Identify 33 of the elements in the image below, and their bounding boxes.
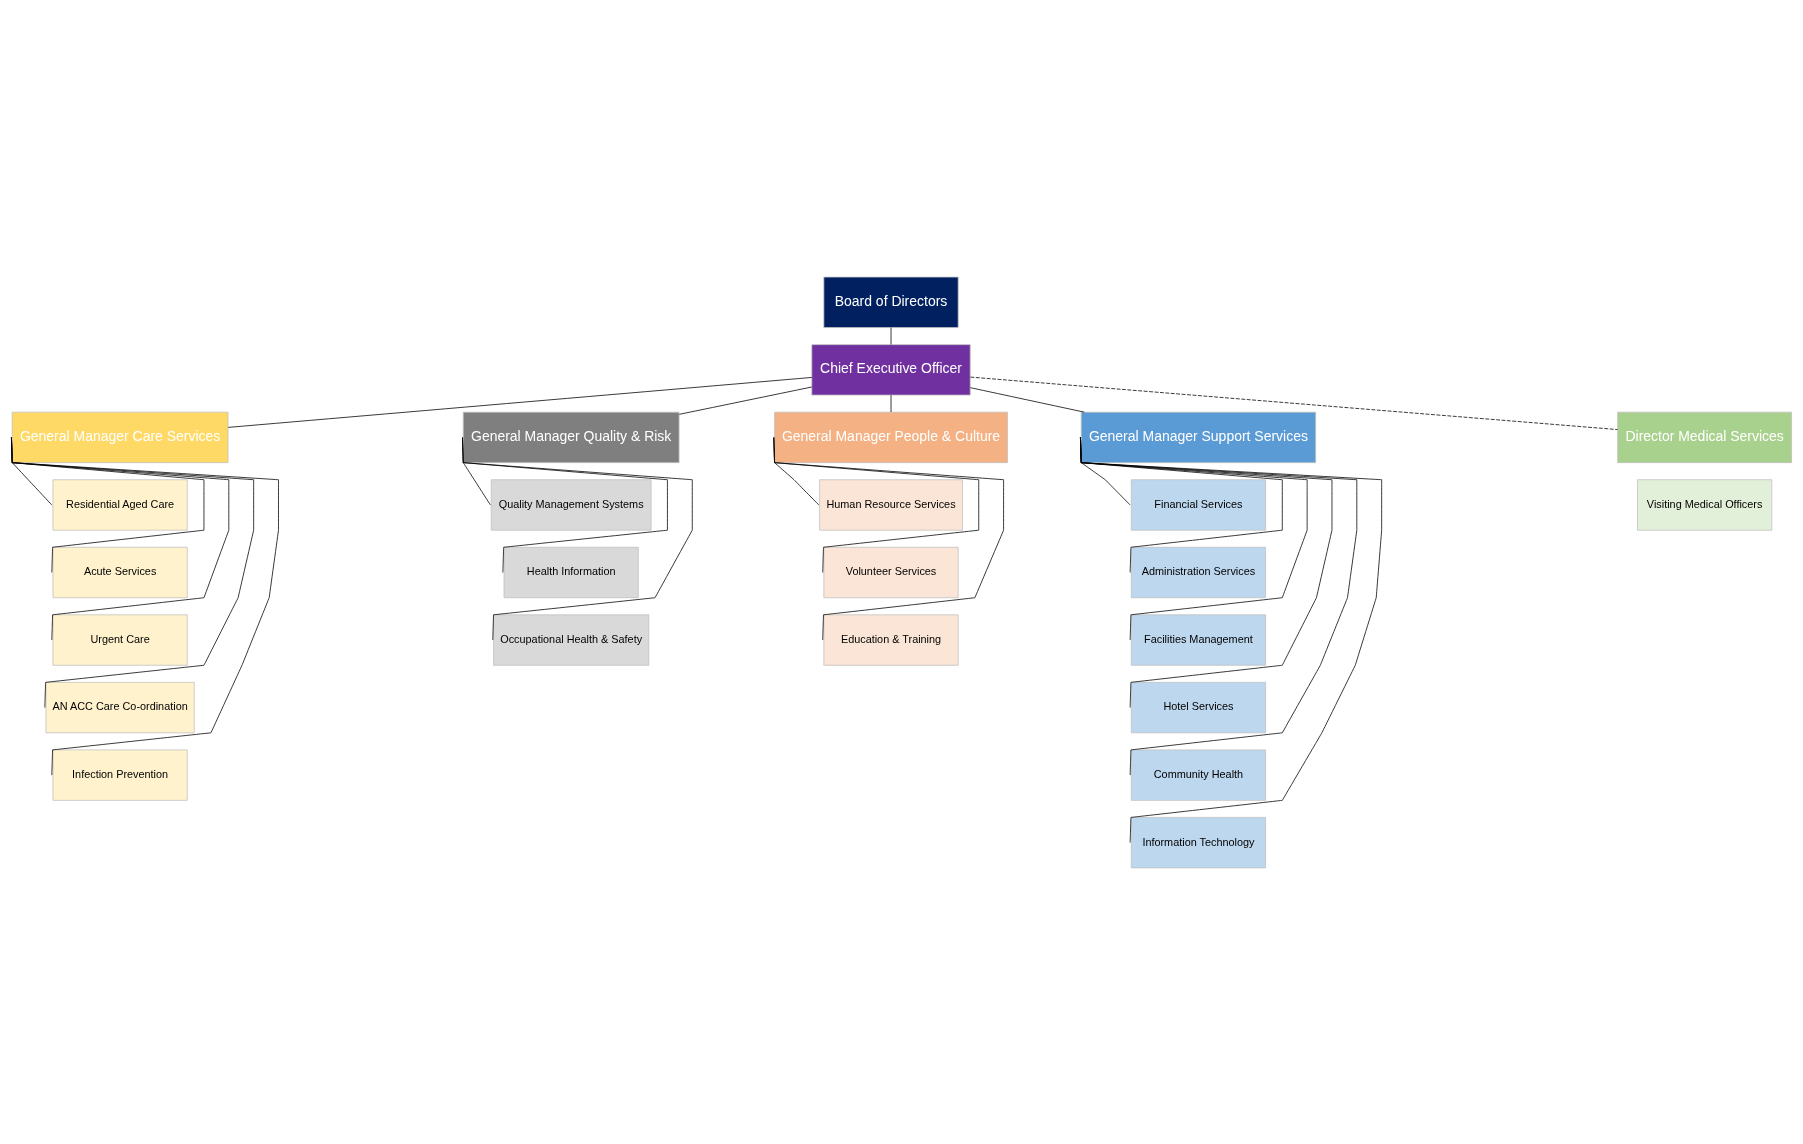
connector [227, 376, 813, 428]
node-box: General Manager People & Culture [774, 411, 1008, 463]
node-box: Education & Training [823, 613, 959, 666]
node-box: Acute Services [52, 546, 188, 598]
node-box: Infection Prevention [52, 749, 188, 801]
node-box: Residential Aged Care [52, 478, 188, 531]
node-box: Director Medical Services [1617, 411, 1792, 463]
node-box: Volunteer Services [823, 546, 959, 598]
node-box: Occupational Health & Safety [493, 613, 650, 666]
connector [970, 386, 1085, 413]
node-box: General Manager Care Services [11, 411, 229, 463]
connector [1080, 436, 1383, 843]
node-box: Information Technology [1130, 816, 1266, 868]
node-box: Board of Directors [823, 276, 959, 328]
node-box: Visiting Medical Officers [1637, 478, 1773, 531]
connector [462, 436, 693, 640]
node-box: Health Information [503, 546, 639, 598]
node-box: Quality Management Systems [490, 478, 652, 531]
connector [678, 386, 813, 415]
node-box: Hotel Services [1130, 681, 1266, 733]
node-box: Community Health [1130, 749, 1266, 801]
node-box: Administration Services [1130, 546, 1266, 598]
connector [773, 436, 1004, 640]
node-box: Human Resource Services [819, 478, 963, 531]
node-box: General Manager Quality & Risk [462, 411, 680, 463]
node-box: Financial Services [1130, 478, 1266, 531]
node-box: Urgent Care [52, 613, 188, 666]
connector [970, 376, 1618, 430]
node-box: AN ACC Care Co-ordination [45, 681, 195, 733]
node-box: Facilities Management [1130, 613, 1266, 666]
connector [11, 436, 279, 775]
node-box: Chief Executive Officer [811, 343, 971, 395]
node-box: General Manager Support Services [1080, 411, 1317, 463]
